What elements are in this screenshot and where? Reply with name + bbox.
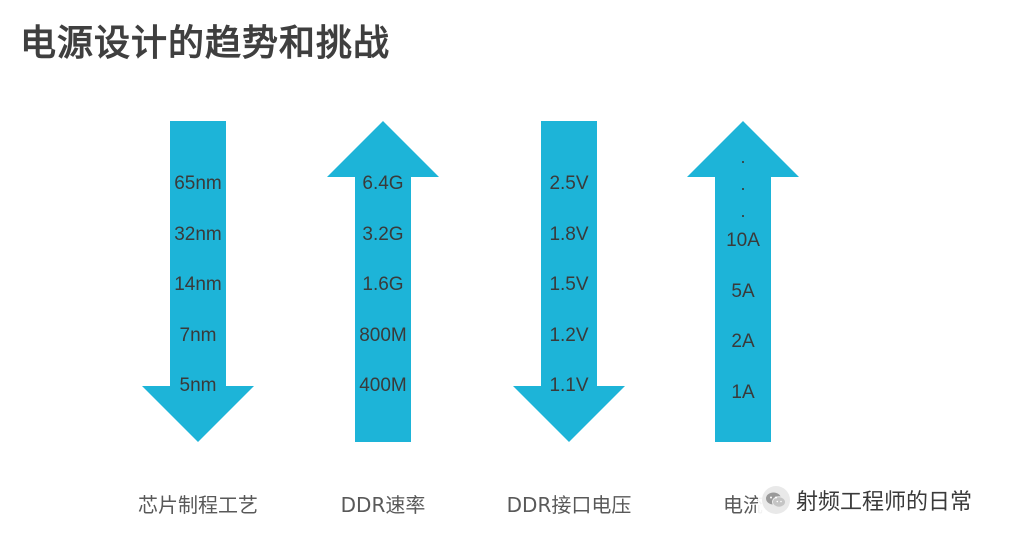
arrow-down-3 xyxy=(513,121,625,442)
arrow-value-label: 1.5V xyxy=(549,274,589,295)
arrow-value-label: 400M xyxy=(359,375,407,396)
arrow-value-label: 65nm xyxy=(174,173,222,194)
arrow-down-1 xyxy=(142,121,254,442)
watermark: 射频工程师的日常 xyxy=(758,482,977,518)
watermark-text: 射频工程师的日常 xyxy=(796,490,973,515)
arrow-up-4 xyxy=(687,121,799,442)
arrow-value-label: 10A xyxy=(726,230,760,251)
arrow-value-label: 3.2G xyxy=(362,223,404,245)
arrow-value-label: 6.4G xyxy=(362,173,404,194)
arrow-up-2 xyxy=(327,121,439,442)
arrow-value-label: 2.5V xyxy=(549,173,589,194)
arrow-value-label: 5A xyxy=(731,280,755,302)
ellipsis-dot: . xyxy=(740,201,746,221)
wechat-icon xyxy=(762,486,790,514)
column-caption: DDR接口电压 xyxy=(506,493,632,517)
arrow-value-label: 5nm xyxy=(179,375,217,396)
page-title: 电源设计的趋势和挑战 xyxy=(20,23,391,64)
column-caption: 芯片制程工艺 xyxy=(138,493,258,517)
arrow-value-label: 32nm xyxy=(174,223,222,245)
arrow-value-label: 1.2V xyxy=(549,324,589,346)
arrow-value-label: 14nm xyxy=(174,274,222,295)
arrow-value-label: 7nm xyxy=(179,324,217,346)
column-caption: 电流 xyxy=(723,493,763,517)
column-caption: DDR速率 xyxy=(340,493,426,517)
arrow-value-label: 800M xyxy=(359,324,407,346)
arrow-value-label: 1.8V xyxy=(549,223,589,245)
ellipsis-dot: . xyxy=(740,174,746,194)
arrow-value-label: 2A xyxy=(731,331,755,352)
arrow-value-label: 1A xyxy=(731,381,755,403)
arrow-value-label: 1.1V xyxy=(549,375,589,396)
ellipsis-dot: . xyxy=(740,147,746,167)
arrow-value-label: 1.6G xyxy=(362,274,404,295)
